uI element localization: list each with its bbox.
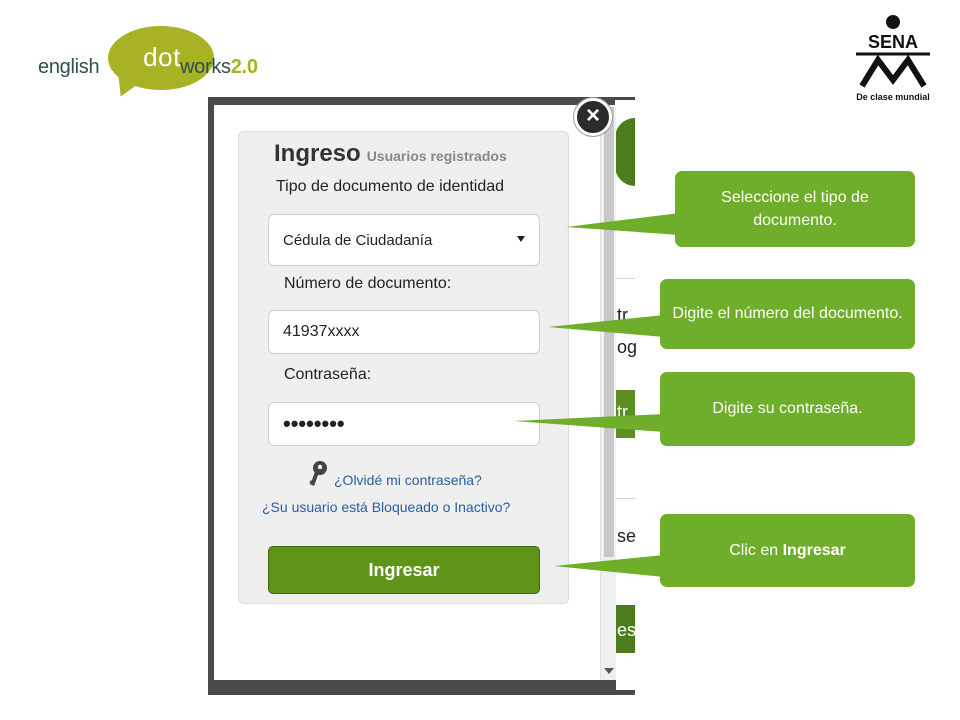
- background-text-fragment: se: [617, 526, 637, 546]
- doc-type-label: Tipo de documento de identidad: [276, 178, 505, 195]
- logo-version: 2.0: [230, 56, 258, 78]
- background-text-fragment: tr: [617, 402, 628, 422]
- sena-tagline: De clase mundial: [856, 92, 930, 102]
- logo-speech-bubble: [108, 26, 214, 90]
- background-green-badge: [615, 118, 635, 186]
- scroll-down-arrow-icon[interactable]: [604, 668, 614, 674]
- doc-number-label: Número de documento:: [284, 275, 452, 292]
- close-button[interactable]: ×: [574, 98, 612, 136]
- doc-type-select[interactable]: Cédula de Ciudadanía: [268, 214, 540, 266]
- background-green-bar: [615, 605, 635, 653]
- doc-number-input[interactable]: 41937xxxx: [268, 310, 540, 354]
- login-title: Ingreso Usuarios registrados: [274, 140, 507, 168]
- blocked-user-link[interactable]: ¿Su usuario está Bloqueado o Inactivo?: [262, 499, 511, 515]
- password-input[interactable]: ••••••••: [268, 402, 540, 446]
- sena-logo: SENA De clase mundial: [848, 14, 938, 106]
- key-icon: [308, 460, 330, 488]
- logo-english-text: english: [38, 56, 100, 78]
- callout-click-bold: Ingresar: [782, 541, 846, 559]
- callout-enter-number: Digite el número del documento.: [660, 279, 915, 349]
- english-dot-works-logo: english dot works2.0: [38, 22, 278, 102]
- background-text-fragment: tr: [617, 305, 628, 325]
- callout-enter-password: Digite su contraseña.: [660, 372, 915, 446]
- doc-type-selected-value: Cédula de Ciudadanía: [283, 231, 433, 249]
- forgot-password-link[interactable]: ¿Olvidé mi contraseña?: [334, 472, 482, 488]
- login-heading: Ingreso: [274, 140, 361, 167]
- window-bottom-edge: [214, 680, 616, 692]
- logo-dot-text: dot: [143, 42, 181, 72]
- logo-works-text: works2.0: [180, 56, 258, 78]
- background-text-fragment: es: [617, 620, 637, 640]
- callout-click-prefix: Clic en: [729, 541, 783, 559]
- modal-scrollbar[interactable]: [600, 105, 616, 680]
- login-card: [238, 131, 569, 604]
- callout-select-document: Seleccione el tipo de documento.: [675, 171, 915, 247]
- ingresar-button[interactable]: Ingresar: [268, 546, 540, 594]
- dropdown-caret-icon: [517, 236, 525, 242]
- password-label: Contraseña:: [284, 366, 372, 383]
- login-subheading: Usuarios registrados: [366, 148, 507, 164]
- forgot-password-row: ¿Olvidé mi contraseña?: [308, 460, 482, 488]
- callout-click-submit: Clic en Ingresar: [660, 514, 915, 587]
- sena-emblem-icon: SENA: [856, 15, 930, 88]
- background-page: tr og tr se es: [615, 100, 638, 690]
- sena-wordmark: SENA: [868, 32, 918, 52]
- background-text-fragment: og: [617, 337, 638, 357]
- scrollbar-thumb[interactable]: [604, 107, 614, 557]
